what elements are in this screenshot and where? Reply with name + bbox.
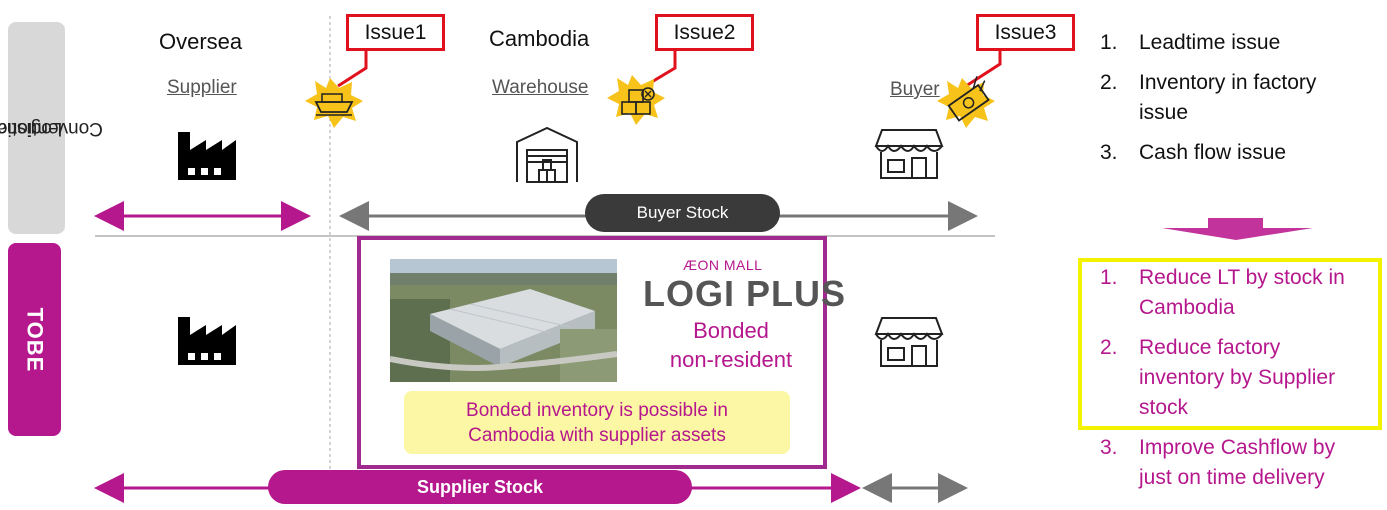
conventional-logistics-label: ConventionalLogistics	[0, 22, 103, 234]
highlight-box	[1078, 258, 1382, 430]
solution-text: Reduce LT by stock in	[1139, 266, 1345, 289]
cambodia-title: Cambodia	[489, 26, 590, 51]
solution-num: 2.	[1100, 336, 1118, 359]
issue-num: 1.	[1100, 31, 1118, 54]
logi-plus-logo: LOGI PLUS	[643, 273, 847, 314]
factory-icon	[178, 132, 236, 180]
solution-list: 1. Reduce LT by stock in Cambodia 2. Red…	[1100, 263, 1382, 493]
boxes-icon	[621, 87, 655, 115]
bonded-line-1: Bonded	[693, 318, 769, 343]
down-arrow-icon	[1162, 218, 1313, 240]
burst-2	[607, 75, 665, 125]
buyer-stock-pill: Buyer Stock	[585, 194, 780, 232]
issue-list: 1. Leadtime issue 2. Inventory in factor…	[1100, 28, 1380, 178]
tobe-text: TOBE	[22, 307, 48, 372]
tobe-label: TOBE	[8, 243, 61, 436]
burst-3	[937, 78, 995, 128]
solution-num: 3.	[1100, 436, 1118, 459]
solution-text: Reduce factory	[1139, 336, 1281, 359]
bonded-note: Bonded inventory is possible in Cambodia…	[404, 391, 790, 454]
money-icon	[947, 76, 990, 122]
warehouse-icon	[516, 126, 578, 183]
issue2-connector	[644, 48, 677, 88]
issue-text: Cash flow issue	[1139, 141, 1287, 164]
solution-text: stock	[1139, 396, 1189, 419]
store-icon	[874, 129, 944, 179]
warehouse-label: Warehouse	[492, 77, 589, 98]
buyer-label: Buyer	[890, 79, 940, 100]
issue-text: issue	[1139, 101, 1189, 124]
issue1-connector	[337, 48, 368, 88]
issue-num: 3.	[1100, 141, 1118, 164]
issue-num: 2.	[1100, 71, 1118, 94]
factory-icon	[178, 317, 236, 365]
supplier-stock-pill: Supplier Stock	[268, 470, 692, 504]
supplier-label: Supplier	[167, 77, 237, 98]
solution-text: inventory by Supplier	[1139, 366, 1336, 389]
issue3-box: Issue3	[976, 14, 1075, 51]
issue-text: Inventory in factory	[1139, 71, 1317, 94]
bonded-line-2: non-resident	[669, 347, 793, 372]
note-line-2: Cambodia with supplier assets	[468, 424, 726, 446]
issue2-box: Issue2	[655, 14, 754, 51]
store-icon	[874, 317, 944, 367]
aeon-mall-logo: ÆON MALL	[683, 257, 763, 273]
tobe-box	[357, 236, 827, 469]
conv-line-2: Logistics	[0, 118, 63, 139]
issue3-connector	[965, 48, 1002, 88]
solution-text: Improve Cashflow by	[1139, 436, 1336, 459]
solution-text: Cambodia	[1139, 296, 1235, 319]
burst-1	[305, 78, 363, 128]
ship-icon	[314, 93, 354, 116]
note-line-1: Bonded inventory is possible in	[466, 399, 728, 421]
warehouse-photo	[390, 259, 617, 382]
solution-num: 1.	[1100, 266, 1118, 289]
issue1-box: Issue1	[346, 14, 445, 51]
bonded-label: Bonded non-resident	[620, 316, 842, 374]
solution-text: just on time delivery	[1139, 466, 1325, 489]
issue-text: Leadtime issue	[1139, 31, 1281, 54]
oversea-title: Oversea	[159, 29, 243, 54]
